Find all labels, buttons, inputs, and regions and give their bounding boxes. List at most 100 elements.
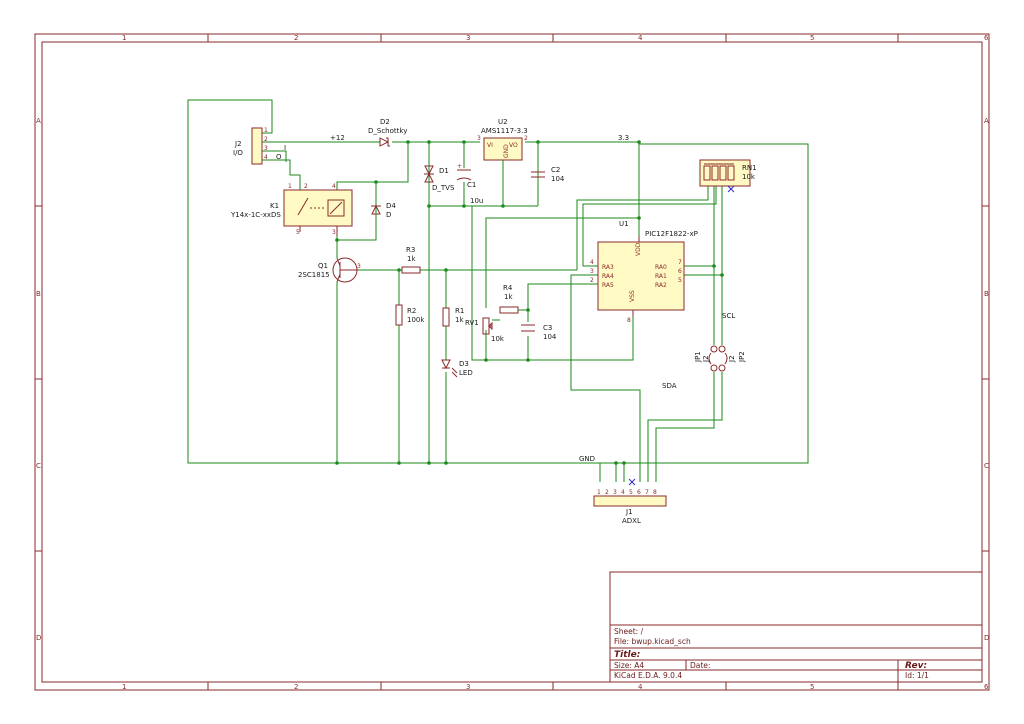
u1-ref: U1 — [619, 220, 629, 228]
resistor-network-rn1[interactable]: RN1 10k — [699, 159, 757, 193]
d1-ref: D1 — [439, 167, 449, 175]
u1-pin-ra0: RA0 — [655, 264, 667, 271]
capacitor-c2[interactable]: C2 104 — [531, 166, 565, 183]
rn1-no-connect — [727, 185, 735, 193]
jp1-value: J2 — [702, 355, 710, 363]
junction — [536, 140, 540, 144]
junction — [637, 140, 641, 144]
u1-vss-label: VSS — [629, 290, 636, 302]
u2-pin-2: 2 — [524, 135, 528, 142]
junction — [614, 461, 618, 465]
j2-pin-1: 1 — [264, 127, 268, 134]
j2-pin-4: 4 — [264, 154, 268, 161]
j1-pin-2: 2 — [605, 489, 609, 496]
q1-value: 2SC1815 — [298, 271, 330, 279]
r1-ref: R1 — [455, 307, 464, 315]
k1-pin-2: 2 — [304, 183, 308, 190]
relay-k1[interactable]: K1 Y14x-1C-xxDS 1 2 4 5 3 — [230, 183, 353, 236]
junction — [526, 358, 530, 362]
r4-value: 1k — [504, 293, 513, 301]
led-d3[interactable]: D3 LED — [441, 359, 473, 378]
capacitor-c1[interactable]: + C1 10u — [456, 163, 483, 205]
title-block: Sheet: / File: bwup.kicad_sch Title: Siz… — [609, 571, 983, 683]
title-block-size: Size: A4 — [614, 661, 644, 670]
u1-pin-num-4: 4 — [590, 259, 594, 266]
q1-ref: Q1 — [318, 262, 328, 270]
k1-ref: K1 — [270, 202, 279, 210]
j2-pin-2: 2 — [264, 136, 268, 143]
j1-ref: J1 — [625, 508, 633, 516]
grid-row-b-left: B — [36, 290, 41, 298]
regulator-u2[interactable]: VI VO GND 3 2 U2 AMS1117-3.3 — [477, 118, 528, 161]
connector-j1[interactable]: 1 2 3 4 5 6 7 8 J1 ADXL — [593, 478, 667, 525]
net-label-scl: SCL — [722, 312, 735, 320]
connector-j2[interactable]: J2 I/O 1 2 3 4 — [233, 127, 268, 165]
junction — [637, 216, 641, 220]
junction — [462, 140, 466, 144]
junction — [397, 268, 401, 272]
u1-pin-ra5: RA5 — [602, 282, 614, 289]
potentiometer-rv1[interactable]: RV1 10k — [465, 317, 505, 343]
k1-pin-1: 1 — [288, 183, 292, 190]
u1-pin-num-3: 3 — [590, 268, 594, 275]
rn1-value: 10k — [742, 173, 756, 181]
u1-pin-ra1: RA1 — [655, 273, 667, 280]
diode-d2[interactable]: D2 D_Schottky — [368, 118, 407, 147]
j1-pin-8: 8 — [653, 489, 657, 496]
r2-ref: R2 — [407, 307, 416, 315]
diode-d4[interactable]: D4 D — [371, 202, 396, 219]
junction — [427, 461, 431, 465]
r3-ref: R3 — [406, 246, 415, 254]
grid-row-a-left: A — [36, 117, 41, 125]
capacitor-c3[interactable]: C3 104 — [521, 324, 557, 341]
resistor-r2[interactable]: R2 100k — [395, 304, 425, 326]
jp2-value: J2 — [728, 355, 736, 363]
u1-pin-num-6: 6 — [678, 268, 682, 275]
resistor-r1[interactable]: R1 1k — [442, 307, 464, 327]
junction — [406, 140, 410, 144]
jumper-jp1[interactable]: JP1 J2 — [694, 345, 718, 372]
grid-col-1-bottom: 1 — [122, 683, 126, 691]
grid-col-5-top: 5 — [810, 34, 814, 42]
u2-pin-vi: VI — [487, 142, 493, 149]
net-label-i: I — [284, 144, 286, 152]
k1-value: Y14x-1C-xxDS — [230, 211, 281, 219]
rv1-value: 10k — [491, 335, 505, 343]
rv1-ref: RV1 — [465, 319, 479, 327]
u1-pin-8: 8 — [627, 317, 631, 324]
j1-pin-6: 6 — [637, 489, 641, 496]
diode-d1-tvs[interactable]: D1 D_TVS — [424, 165, 455, 192]
junction — [526, 308, 530, 312]
title-block-id: Id: 1/1 — [905, 671, 929, 680]
jp2-ref: JP2 — [738, 351, 746, 363]
j2-value: I/O — [233, 149, 243, 157]
net-label-o: O — [276, 153, 282, 161]
d2-value: D_Schottky — [368, 127, 407, 135]
c3-ref: C3 — [543, 324, 552, 332]
u1-vdd-label: VDD — [635, 242, 642, 256]
r1-value: 1k — [455, 316, 464, 324]
junction — [374, 180, 378, 184]
u2-ref: U2 — [498, 118, 508, 126]
grid-col-4-top: 4 — [638, 34, 643, 42]
wires — [187, 99, 809, 482]
u1-value: PIC12F1822-xP — [645, 230, 698, 238]
resistor-r4[interactable]: R4 1k — [499, 284, 519, 314]
u2-pin-3: 3 — [477, 135, 481, 142]
j1-value: ADXL — [622, 517, 641, 525]
grid-row-c-left: C — [36, 462, 41, 470]
grid-col-6-bottom: 6 — [984, 683, 989, 691]
resistor-r3[interactable]: R3 1k — [401, 246, 421, 274]
net-label-gnd: GND — [579, 455, 595, 463]
grid-col-4-bottom: 4 — [638, 683, 643, 691]
jumper-jp2[interactable]: J2 JP2 — [718, 345, 746, 372]
k1-pin-4: 4 — [332, 183, 336, 190]
d3-value: LED — [459, 369, 473, 377]
title-block-file: File: bwup.kicad_sch — [614, 637, 691, 646]
mcu-u1[interactable]: U1 PIC12F1822-xP VDD VSS 8 RA3 RA4 RA5 4… — [590, 220, 698, 324]
transistor-q1[interactable]: Q1 2SC1815 3 — [298, 257, 361, 283]
title-block-sheet: Sheet: / — [614, 627, 644, 636]
junction — [712, 264, 716, 268]
title-block-rev: Rev: — [905, 661, 927, 671]
net-label-12v: +12 — [330, 134, 345, 142]
